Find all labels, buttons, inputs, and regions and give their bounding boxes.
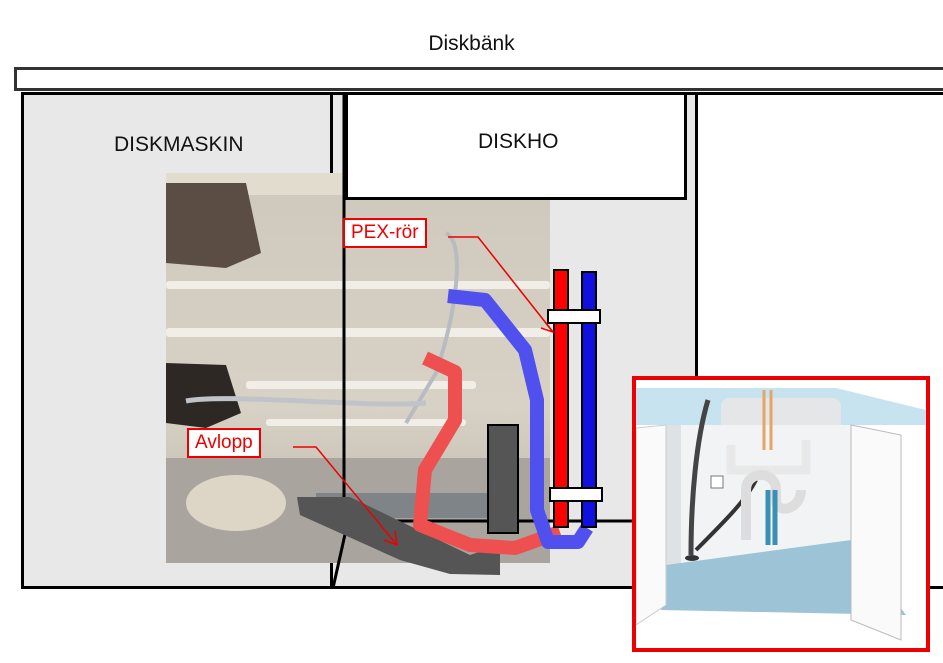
sink-basin (345, 92, 687, 200)
cabinet-door (850, 424, 902, 641)
cold-route-overlay (447, 289, 593, 549)
drain-pipe (297, 497, 500, 575)
old-drain-fitting (186, 475, 286, 531)
pex-leader-line (448, 236, 554, 333)
pipe-bracket-top (547, 309, 601, 324)
pipe-bracket-bottom (549, 487, 603, 502)
inset-illustration (632, 376, 930, 652)
cold-water-pipe (581, 271, 597, 528)
drain-standpipe (487, 424, 519, 534)
pex-callout: PEX-rör (343, 218, 427, 248)
countertop (14, 67, 943, 91)
dishwasher-label: DISKMASKIN (114, 133, 244, 156)
hot-water-pipe (553, 269, 569, 528)
drain-arrowhead (383, 530, 398, 547)
floor-mat (661, 540, 906, 615)
diagram-title: Diskbänk (428, 32, 515, 55)
power-outlet (710, 475, 724, 489)
dishwasher-hose (688, 399, 711, 556)
cabinet-illustration (636, 380, 926, 648)
pex-arrowhead (540, 321, 556, 334)
drain-leader-line (293, 446, 398, 546)
hot-route-overlay (413, 351, 563, 555)
sink-label: DISKHO (478, 130, 559, 153)
wall-hole-bottom (166, 363, 241, 428)
p-trap (741, 470, 806, 540)
wall-hole-top (166, 183, 261, 268)
drain-callout: Avlopp (187, 428, 261, 458)
